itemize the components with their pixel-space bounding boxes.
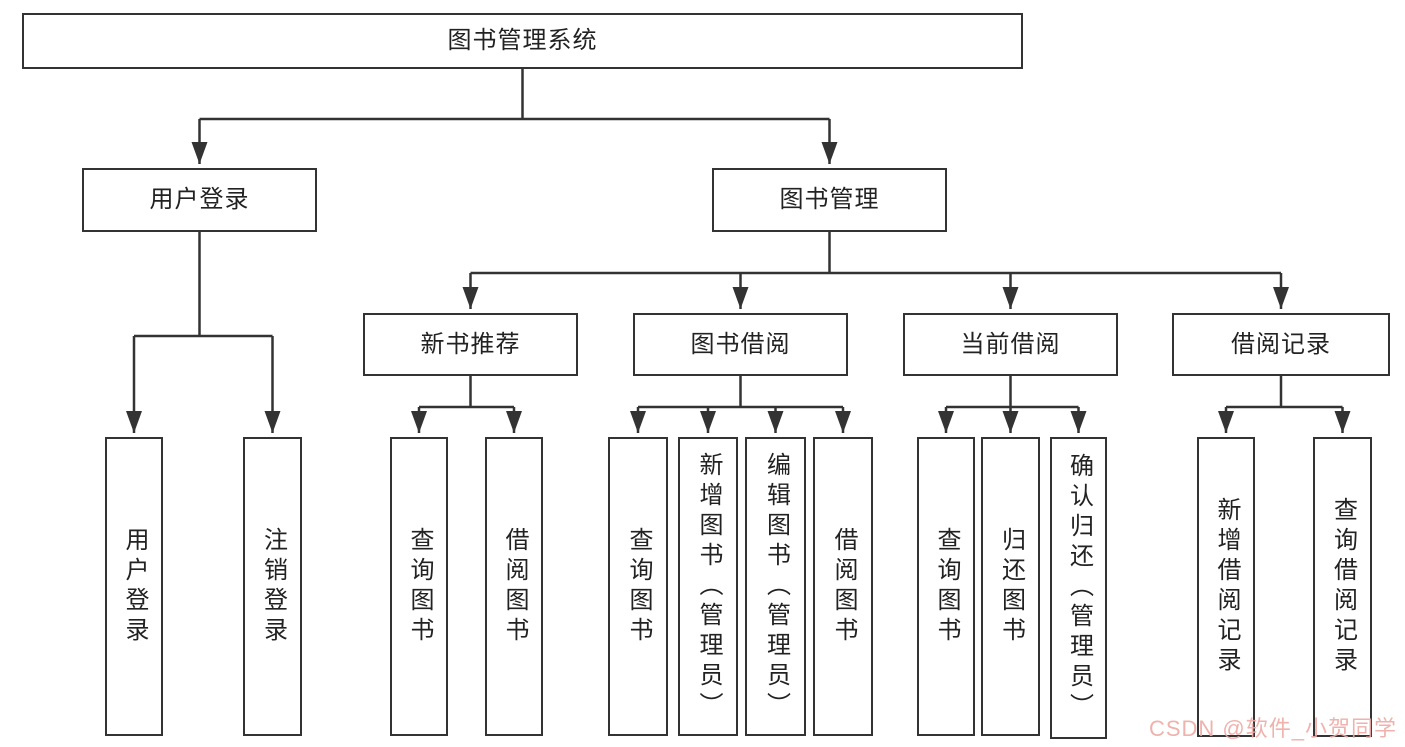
leaf-confirm-return-admin: 确认归还（管理员） (1050, 437, 1107, 739)
leaf-add-borrow-record: 新增借阅记录 (1197, 437, 1255, 737)
leaf-query-books-borrow: 查询图书 (608, 437, 668, 736)
leaf-logout: 注销登录 (243, 437, 302, 736)
node-root: 图书管理系统 (22, 13, 1023, 69)
leaf-edit-book-admin: 编辑图书（管理员） (745, 437, 806, 736)
node-user-login: 用户登录 (82, 168, 317, 232)
leaf-add-book-admin: 新增图书（管理员） (678, 437, 738, 736)
node-new-book-recommend: 新书推荐 (363, 313, 578, 376)
leaf-return-book: 归还图书 (981, 437, 1040, 736)
leaf-query-books-current: 查询图书 (917, 437, 975, 736)
watermark: CSDN @软件_小贺同学 (1148, 716, 1397, 741)
leaf-borrow-books-recommend: 借阅图书 (485, 437, 543, 736)
leaf-query-borrow-record: 查询借阅记录 (1313, 437, 1372, 737)
node-book-management: 图书管理 (712, 168, 947, 232)
leaf-query-books-recommend: 查询图书 (390, 437, 448, 736)
node-book-borrow: 图书借阅 (633, 313, 848, 376)
node-current-borrow: 当前借阅 (903, 313, 1118, 376)
leaf-borrow-books: 借阅图书 (813, 437, 873, 736)
node-borrow-records: 借阅记录 (1172, 313, 1390, 376)
leaf-user-login: 用户登录 (105, 437, 163, 736)
